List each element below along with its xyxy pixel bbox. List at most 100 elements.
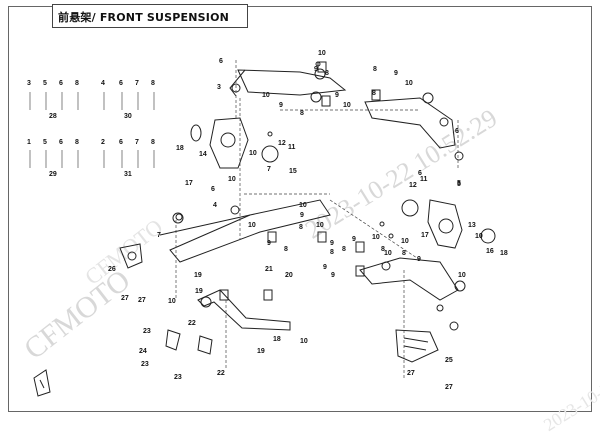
part-callout: 18 xyxy=(273,336,281,343)
kit29-part-2: 5 xyxy=(43,139,47,146)
part-callout: 23 xyxy=(141,361,149,368)
part-callout: 8 xyxy=(402,250,406,257)
part-callout: 23 xyxy=(143,328,151,335)
part-callout: 10 xyxy=(248,222,256,229)
part-callout: 8 xyxy=(342,246,346,253)
lower-left-arm xyxy=(169,199,331,263)
part-callout: 10 xyxy=(343,102,351,109)
part-callout: 9 xyxy=(267,240,271,247)
part-callout: 10 xyxy=(299,202,307,209)
part-callout: 24 xyxy=(139,348,147,355)
part-callout: 10 xyxy=(318,50,326,57)
part-callout: 27 xyxy=(138,297,146,304)
lower-right-arm xyxy=(359,257,459,301)
part-callout: 7 xyxy=(157,232,161,239)
part-callout: 11 xyxy=(288,144,296,151)
part-callout: 10 xyxy=(384,250,392,257)
kit29-part-3: 6 xyxy=(59,139,63,146)
part-callout: 8 xyxy=(373,66,377,73)
part-callout: 27 xyxy=(445,384,453,391)
part-callout: 10 xyxy=(316,222,324,229)
part-callout: 26 xyxy=(108,266,116,273)
kit30-number: 30 xyxy=(124,113,132,120)
title-box: 前悬架/ FRONT SUSPENSION xyxy=(52,4,248,28)
diagram-frame xyxy=(8,6,592,412)
part-callout: 10 xyxy=(168,298,176,305)
part-callout: 10 xyxy=(262,92,270,99)
part-callout: 22 xyxy=(217,370,225,377)
part-callout: 9 xyxy=(331,272,335,279)
right-knuckle xyxy=(427,199,463,249)
skid-bracket xyxy=(395,329,439,363)
part-callout: 10 xyxy=(249,150,257,157)
part-callout: 9 xyxy=(330,240,334,247)
part-callout: 23 xyxy=(174,374,182,381)
part-callout: 10 xyxy=(475,233,483,240)
part-callout: 9 xyxy=(394,70,398,77)
part-callout: 9 xyxy=(323,264,327,271)
part-callout: 10 xyxy=(458,272,466,279)
kit29-number: 29 xyxy=(49,171,57,178)
kit30-part-4: 8 xyxy=(151,80,155,87)
part-callout: 6 xyxy=(211,186,215,193)
part-callout: 11 xyxy=(420,176,428,183)
part-callout: 10 xyxy=(401,238,409,245)
upper-right-arm xyxy=(364,97,456,149)
kit30-part-1: 4 xyxy=(101,80,105,87)
kit29-part-4: 8 xyxy=(75,139,79,146)
part-callout: 19 xyxy=(194,272,202,279)
kit28-part-1: 3 xyxy=(27,80,31,87)
part-callout: 6 xyxy=(219,58,223,65)
front-direction-icon xyxy=(33,369,51,397)
part-callout: 5 xyxy=(457,181,461,188)
suspension-line-art xyxy=(29,60,496,397)
part-callout: 17 xyxy=(185,180,193,187)
kit29-part-1: 1 xyxy=(27,139,31,146)
kit28-part-3: 6 xyxy=(59,80,63,87)
part-callout: 6 xyxy=(418,170,422,177)
part-callout: 9 xyxy=(352,236,356,243)
kit31-part-1: 2 xyxy=(101,139,105,146)
part-callout: 19 xyxy=(195,288,203,295)
kit30-part-2: 6 xyxy=(119,80,123,87)
part-callout: 22 xyxy=(188,320,196,327)
part-callout: 20 xyxy=(285,272,293,279)
part-callout: 9 xyxy=(300,212,304,219)
part-callout: 15 xyxy=(289,168,297,175)
kit31-part-2: 6 xyxy=(119,139,123,146)
part-callout: 27 xyxy=(407,370,415,377)
part-callout: 10 xyxy=(228,176,236,183)
part-callout: 14 xyxy=(199,151,207,158)
part-callout: 21 xyxy=(265,266,273,273)
part-callout: 8 xyxy=(330,249,334,256)
part-callout: 7 xyxy=(267,166,271,173)
part-callout: 9 xyxy=(314,66,318,73)
kit31-part-3: 7 xyxy=(135,139,139,146)
part-callout: 25 xyxy=(445,357,453,364)
part-callout: 8 xyxy=(284,246,288,253)
part-callout: 10 xyxy=(300,338,308,345)
upper-left-arm xyxy=(237,69,347,96)
part-callout: 9 xyxy=(279,102,283,109)
part-callout: 8 xyxy=(299,224,303,231)
part-callout: 16 xyxy=(486,248,494,255)
part-callout: 9 xyxy=(335,92,339,99)
parts-diagram-sheet: 前悬架/ FRONT SUSPENSION CFMOTO CFMOTO 2023… xyxy=(8,4,600,435)
kit28-part-2: 5 xyxy=(43,80,47,87)
part-callout: 10 xyxy=(405,80,413,87)
stabilizer-bar xyxy=(197,289,291,331)
part-callout: 9 xyxy=(417,256,421,263)
part-callout: 8 xyxy=(325,70,329,77)
part-callout: 19 xyxy=(257,348,265,355)
part-callout: 18 xyxy=(500,250,508,257)
kit31-part-4: 8 xyxy=(151,139,155,146)
part-callout: 3 xyxy=(217,84,221,91)
part-callout: 18 xyxy=(176,145,184,152)
part-callout: 10 xyxy=(372,234,380,241)
part-callout: 17 xyxy=(421,232,429,239)
part-callout: 8 xyxy=(381,246,385,253)
left-knuckle xyxy=(209,117,249,169)
part-callout: 13 xyxy=(468,222,476,229)
part-callout: 27 xyxy=(121,295,129,302)
part-callout: 8 xyxy=(372,90,376,97)
